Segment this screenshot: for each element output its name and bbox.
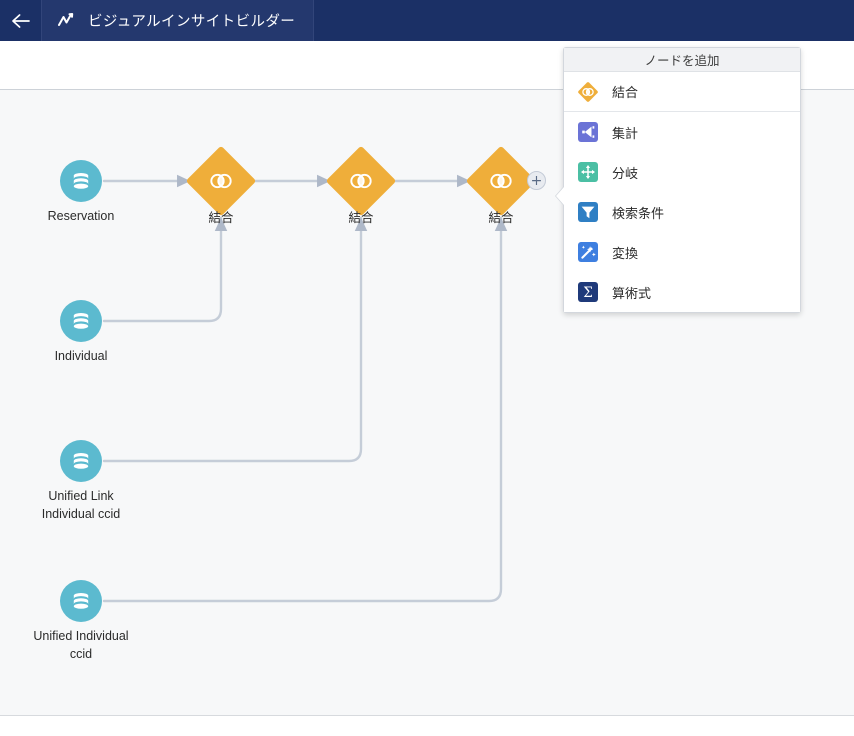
join-node-label: 結合 xyxy=(348,211,374,225)
join-node-label: 結合 xyxy=(488,211,514,225)
graph-connectors xyxy=(102,174,508,603)
menu-item-label: 算術式 xyxy=(612,285,652,301)
menu-item-label: 結合 xyxy=(612,85,639,100)
header-tab-visual-insight-builder[interactable]: ビジュアルインサイトビルダー xyxy=(41,0,315,41)
menu-item-label: 変換 xyxy=(612,245,639,261)
database-icon[interactable] xyxy=(60,440,102,482)
add-node-menu[interactable]: ノードを追加 結合 集計 xyxy=(556,47,801,313)
app-header: ビジュアルインサイトビルダー xyxy=(0,0,854,41)
trend-line-icon xyxy=(58,12,76,30)
svg-text:Σ: Σ xyxy=(583,285,593,301)
filter-funnel-icon xyxy=(578,202,598,222)
back-arrow-icon xyxy=(11,13,31,29)
aggregate-icon xyxy=(578,122,598,142)
plus-icon: + xyxy=(530,172,543,189)
database-icon[interactable] xyxy=(60,300,102,342)
canvas-bottom-bar xyxy=(0,715,854,736)
add-node-plus-button[interactable]: + xyxy=(527,171,546,190)
database-icon[interactable] xyxy=(60,160,102,202)
add-node-menu-title: ノードを追加 xyxy=(564,48,800,72)
join-diamond-icon xyxy=(578,81,598,102)
menu-item-branch[interactable]: 分岐 xyxy=(564,152,800,192)
back-button[interactable] xyxy=(0,0,41,41)
menu-item-label: 分岐 xyxy=(612,165,639,181)
menu-item-join[interactable]: 結合 xyxy=(564,72,800,112)
menu-caret-icon xyxy=(556,187,564,205)
magic-wand-icon xyxy=(578,242,598,262)
source-node-label: Unified Individual ccid xyxy=(33,629,129,661)
menu-item-label: 検索条件 xyxy=(612,205,665,221)
sigma-icon: Σ xyxy=(578,282,598,302)
source-node-label: Unified Link Individual ccid xyxy=(41,489,121,521)
menu-item-filter[interactable]: 検索条件 xyxy=(564,192,800,232)
page-title: ビジュアルインサイトビルダー xyxy=(88,14,296,30)
database-icon[interactable] xyxy=(60,580,102,622)
menu-item-label: 集計 xyxy=(612,125,639,141)
join-node-label: 結合 xyxy=(208,211,234,225)
menu-item-transform[interactable]: 変換 xyxy=(564,232,800,272)
source-node-label: Reservation xyxy=(47,209,115,223)
source-node-label: Individual xyxy=(54,349,108,363)
menu-item-aggregate[interactable]: 集計 xyxy=(564,112,800,152)
menu-item-formula[interactable]: Σ 算術式 xyxy=(564,272,800,312)
branch-icon xyxy=(578,162,598,182)
